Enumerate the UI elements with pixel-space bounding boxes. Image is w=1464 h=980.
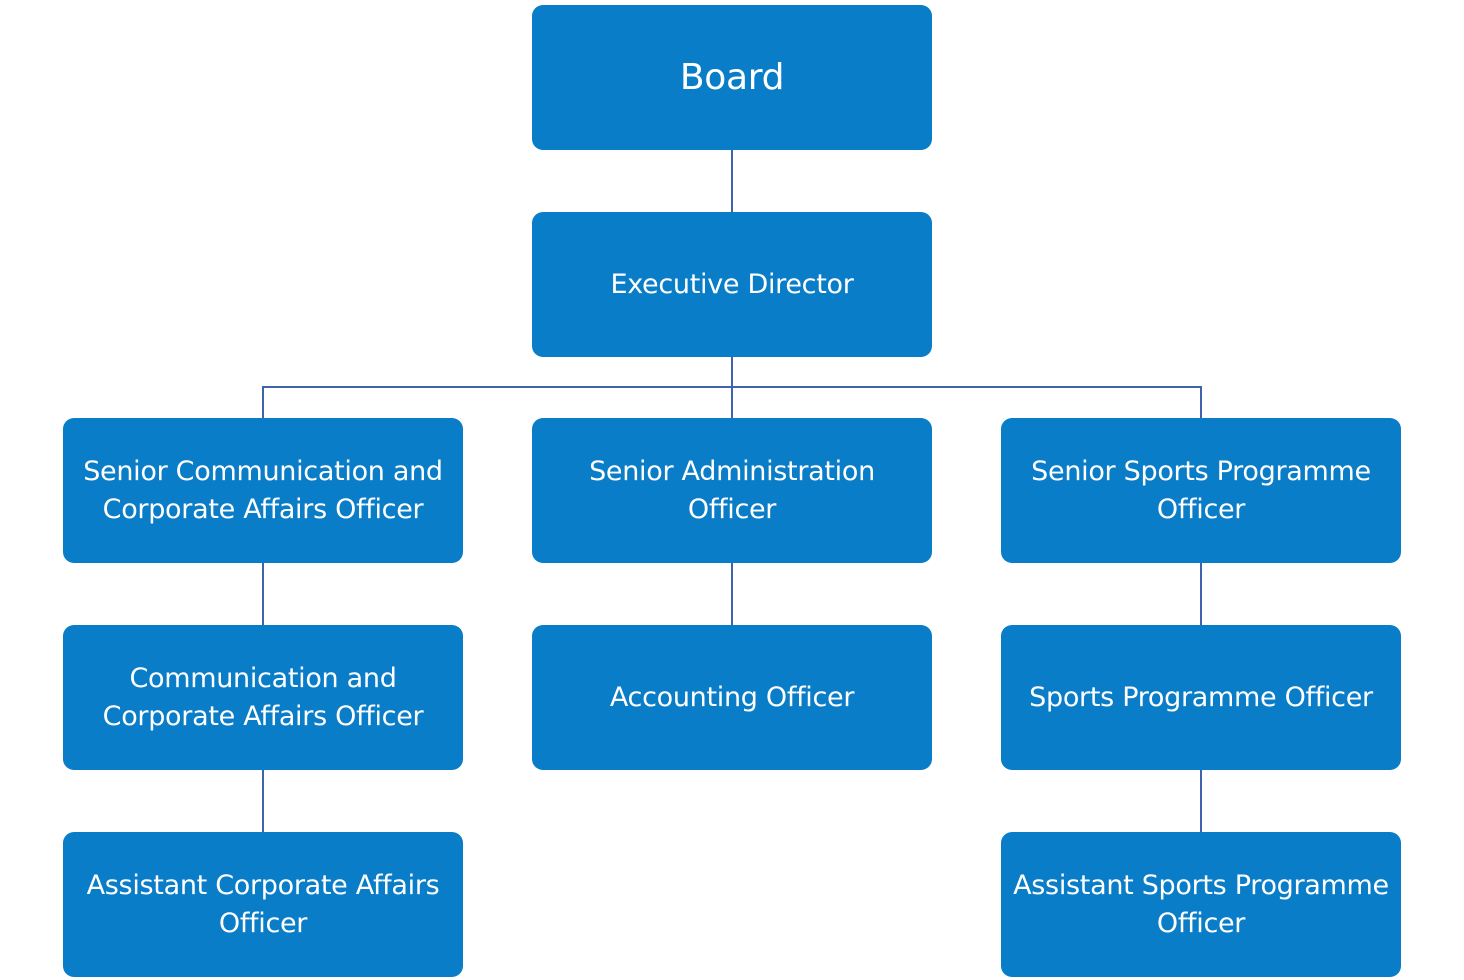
node-senior-communication-label: Senior Communication and Corporate Affai… (83, 455, 443, 525)
node-assistant-sports-label: Assistant Sports Programme Officer (1013, 869, 1389, 939)
connector-senior-sports-sports (1200, 563, 1202, 625)
connector-bus-senior-sports (1200, 386, 1202, 418)
connector-bus-senior-communication (262, 386, 264, 418)
node-senior-administration: Senior Administration Officer (532, 418, 932, 563)
node-assistant-corporate: Assistant Corporate Affairs Officer (63, 832, 463, 977)
node-assistant-corporate-label: Assistant Corporate Affairs Officer (86, 869, 440, 939)
node-senior-sports: Senior Sports Programme Officer (1001, 418, 1401, 563)
node-sports-label: Sports Programme Officer (1029, 681, 1373, 713)
node-executive-director: Executive Director (532, 212, 932, 357)
node-executive-director-label: Executive Director (610, 268, 854, 300)
node-board: Board (532, 5, 932, 150)
connector-senior-bus (262, 386, 1202, 388)
node-senior-administration-label: Senior Administration Officer (589, 455, 875, 525)
connector-communication-assistant-corporate (262, 770, 264, 832)
node-senior-sports-label: Senior Sports Programme Officer (1031, 455, 1371, 525)
node-accounting-label: Accounting Officer (609, 681, 855, 713)
node-communication-label: Communication and Corporate Affairs Offi… (102, 662, 424, 732)
connector-sports-assistant-sports (1200, 770, 1202, 832)
connector-senior-communication-communication (262, 563, 264, 625)
node-accounting: Accounting Officer (532, 625, 932, 770)
node-board-label: Board (679, 56, 785, 98)
node-communication: Communication and Corporate Affairs Offi… (63, 625, 463, 770)
connector-senior-administration-accounting (731, 563, 733, 625)
node-assistant-sports: Assistant Sports Programme Officer (1001, 832, 1401, 977)
connector-board-executive (731, 150, 733, 212)
node-senior-communication: Senior Communication and Corporate Affai… (63, 418, 463, 563)
node-sports: Sports Programme Officer (1001, 625, 1401, 770)
